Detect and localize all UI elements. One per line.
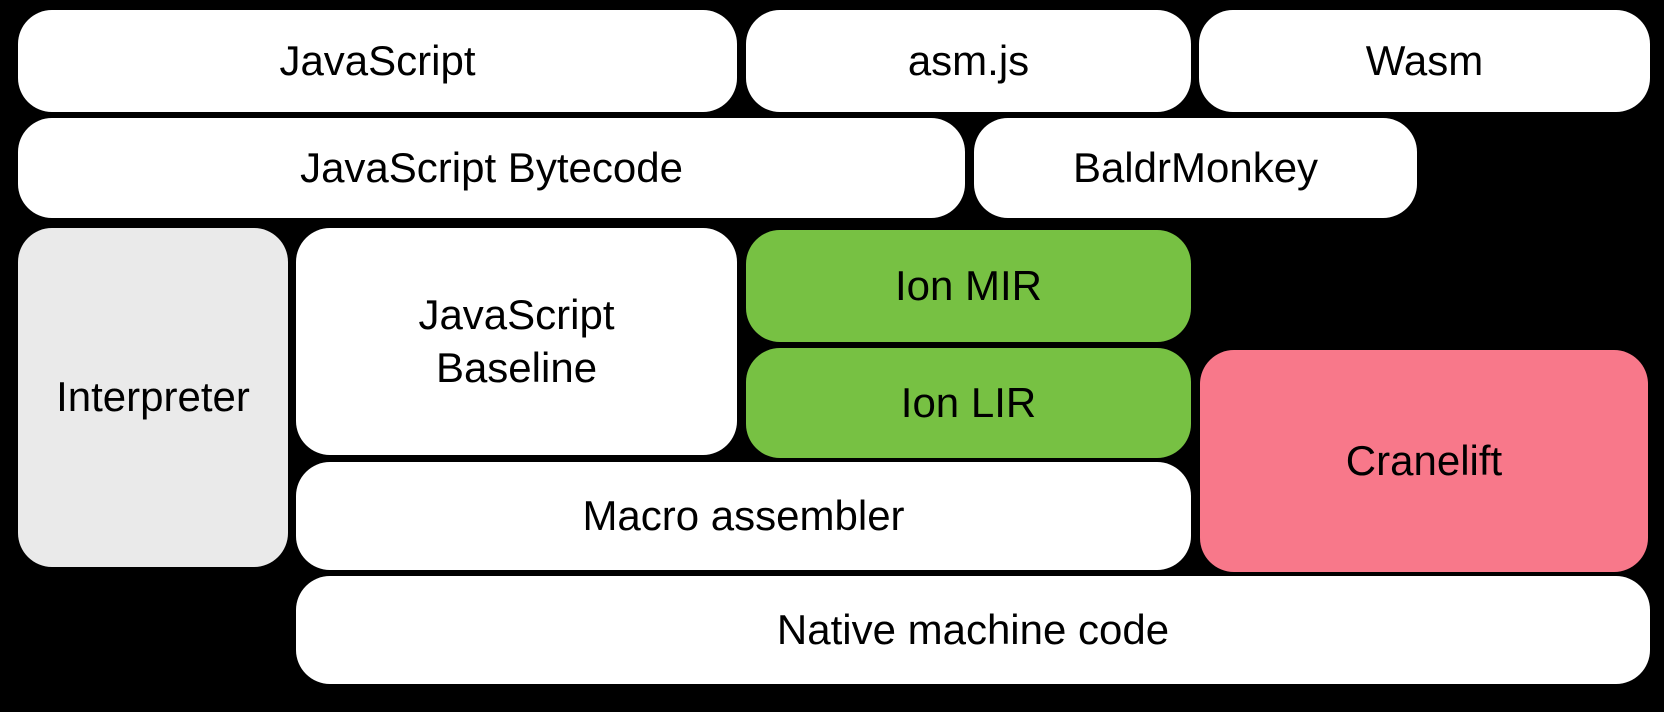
node-baldrmonkey: BaldrMonkey xyxy=(974,118,1417,218)
node-macro-assembler: Macro assembler xyxy=(296,462,1191,570)
node-asm-js: asm.js xyxy=(746,10,1191,112)
node-wasm: Wasm xyxy=(1199,10,1650,112)
node-ion-mir: Ion MIR xyxy=(746,230,1191,342)
node-ion-lir: Ion LIR xyxy=(746,348,1191,458)
node-javascript-baseline: JavaScript Baseline xyxy=(296,228,737,455)
node-javascript-bytecode: JavaScript Bytecode xyxy=(18,118,965,218)
node-interpreter: Interpreter xyxy=(18,228,288,567)
node-javascript: JavaScript xyxy=(18,10,737,112)
node-native-machine-code: Native machine code xyxy=(296,576,1650,684)
node-cranelift: Cranelift xyxy=(1200,350,1648,572)
